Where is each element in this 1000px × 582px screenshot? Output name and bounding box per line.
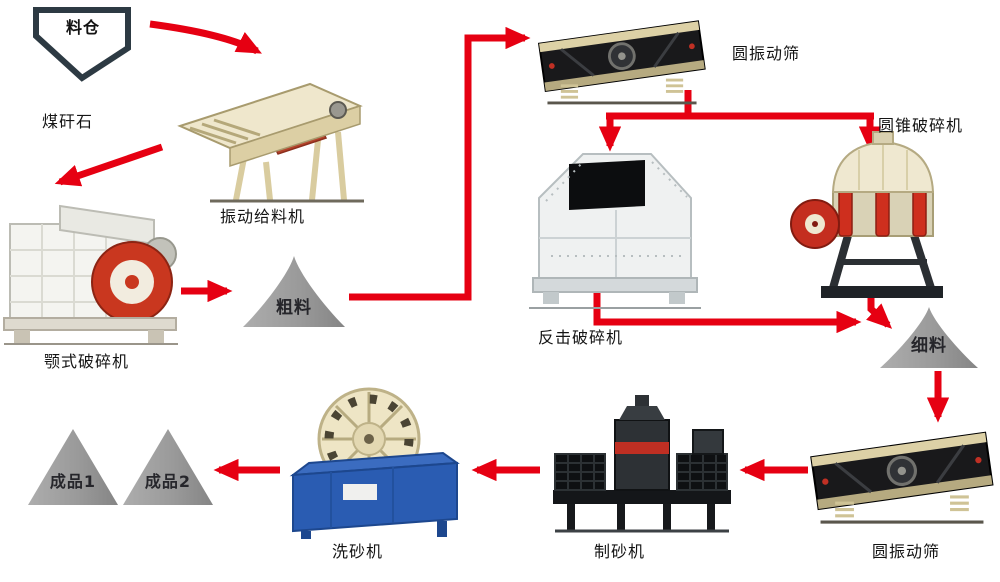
cone-crusher-label: 圆锥破碎机	[878, 116, 964, 135]
impact-crusher-image	[529, 153, 701, 309]
arrow-feeder-to-jaw-crusher	[54, 143, 164, 187]
cone-crusher-image	[790, 131, 943, 298]
fine-pile-label: 细料	[911, 336, 947, 356]
vibrating-feeder-image	[177, 82, 364, 203]
impact-crusher-label: 反击破碎机	[538, 328, 624, 347]
silo-icon	[33, 7, 131, 82]
feeder-label: 振动给料机	[220, 207, 306, 226]
fine-pile-image	[880, 307, 978, 368]
jaw-crusher-image	[3, 204, 178, 345]
sand-maker-label: 制砂机	[594, 542, 646, 561]
product-2-image	[123, 429, 213, 505]
sand-washer-image	[289, 387, 460, 539]
material-label: 煤矸石	[42, 112, 94, 131]
coarse-pile-label: 粗料	[276, 298, 312, 318]
product-2-label: 成品2	[144, 472, 192, 491]
arrow-silo-to-feeder	[149, 20, 262, 55]
product-1-label: 成品1	[49, 472, 97, 491]
vibrating-screen-bottom-image	[810, 431, 994, 524]
arrow-coarse-to-top-screen	[349, 26, 531, 301]
silo-label: 料仓	[66, 18, 101, 37]
sand-washer-label: 洗砂机	[332, 542, 384, 561]
coarse-pile-image	[243, 256, 345, 327]
screen-bottom-label: 圆振动筛	[872, 542, 941, 561]
vibrating-screen-top-image	[537, 20, 706, 105]
screen-top-label: 圆振动筛	[732, 44, 801, 63]
sand-maker-image	[553, 395, 731, 533]
product-1-image	[28, 429, 118, 505]
jaw-crusher-label: 颚式破碎机	[44, 352, 130, 371]
